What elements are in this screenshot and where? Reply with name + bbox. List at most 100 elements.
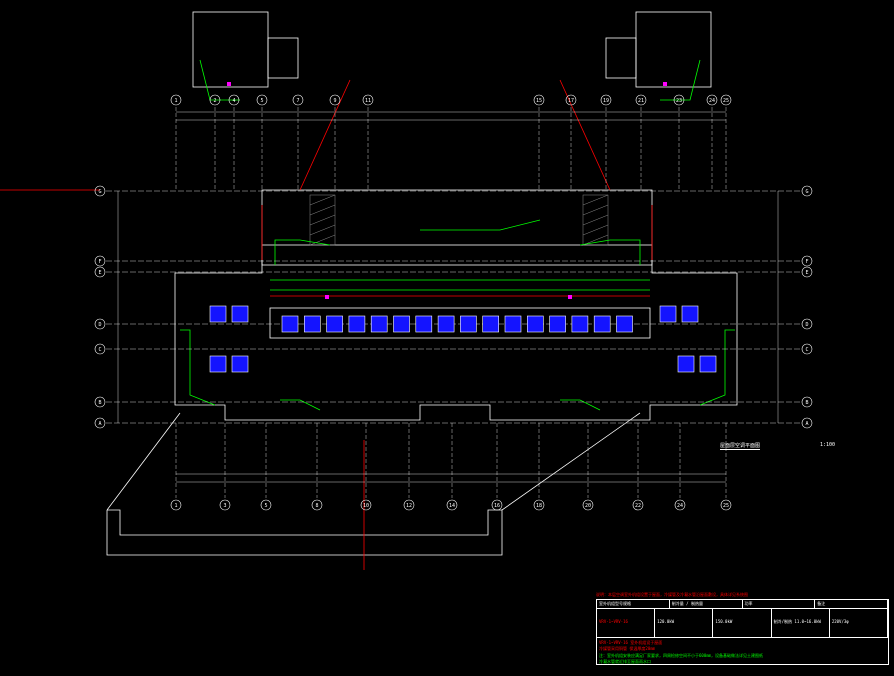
vertical-axis-lines [175, 107, 727, 570]
outdoor-unit [209, 355, 227, 373]
title-block-header-row: 室外机组型号规格 制冷量 / 制热量 功率 备注 [597, 600, 888, 609]
axis-bubble-label: 1 [174, 98, 177, 104]
axis-bubble-label: 25 [723, 98, 729, 104]
magenta-markers [227, 82, 667, 299]
axis-bubble-label: 5 [260, 98, 263, 104]
sheet-title: 屋面层空调平面图 [720, 443, 761, 450]
axis-bubble-label: 14 [449, 503, 455, 509]
axis-bubble-label: 10 [363, 503, 369, 509]
axis-bubble-label: C [98, 347, 101, 353]
outdoor-unit [571, 315, 589, 333]
axis-bubble [292, 94, 304, 106]
axis-bubble [600, 94, 612, 106]
outdoor-unit [699, 355, 717, 373]
axis-bubble-label: A [805, 421, 808, 427]
horizontal-axis-lines [106, 111, 800, 483]
axis-bubble-label: D [805, 322, 808, 328]
axis-bubble [170, 499, 182, 511]
axis-bubble [491, 499, 503, 511]
axis-bubble [674, 499, 686, 511]
axis-bubble-label: 2 [213, 98, 216, 104]
building-outline [106, 11, 738, 556]
outdoor-unit [370, 315, 388, 333]
axis-bubble-label: E [98, 270, 101, 276]
axis-bubble-label: 15 [536, 98, 542, 104]
axis-bubble-label: 8 [315, 503, 318, 509]
axis-bubble-label: 5 [264, 503, 267, 509]
axis-bubble [209, 94, 221, 106]
red-pipe-lines [0, 79, 653, 297]
axis-bubble-label: 23 [676, 98, 682, 104]
axis-bubble-label: B [98, 400, 101, 406]
axis-bubble-label: E [805, 270, 808, 276]
outdoor-unit [209, 305, 227, 323]
axis-bubble [720, 499, 732, 511]
axis-bubble [801, 343, 813, 355]
axis-bubble-label: 1 [174, 503, 177, 509]
green-note-line: 冷凝水管就近排至屋面雨水口 [599, 659, 651, 664]
axis-bubble-label: G [98, 189, 101, 195]
axis-bubble-label: F [98, 259, 101, 265]
axis-bubble [170, 94, 182, 106]
axis-bubble-label: 16 [494, 503, 500, 509]
axis-bubble [94, 417, 106, 429]
title-block: 室外机组型号规格 制冷量 / 制热量 功率 备注 VRV-1~VRV-16 12… [596, 599, 889, 665]
axis-bubble-label: 22 [635, 503, 641, 509]
axis-bubble [256, 94, 268, 106]
outdoor-unit [326, 315, 343, 333]
outdoor-unit [393, 315, 410, 333]
axis-bubble [801, 318, 813, 330]
axis-bubble [706, 94, 718, 106]
axis-bubble [94, 255, 106, 267]
outdoor-unit [677, 355, 695, 373]
axis-bubble [533, 499, 545, 511]
outdoor-unit [526, 315, 544, 333]
axis-bubble-label: 24 [709, 98, 715, 104]
header-cell: 功率 [743, 600, 816, 608]
outdoor-unit [437, 315, 455, 333]
axis-bubble-label: B [805, 400, 808, 406]
axis-bubble [632, 499, 644, 511]
axis-bubble-label: 11 [365, 98, 371, 104]
outdoor-unit [231, 355, 249, 373]
axis-bubble-label: 25 [723, 503, 729, 509]
outdoor-unit [460, 315, 477, 333]
axis-bubble-label: 9 [333, 98, 336, 104]
axis-bubble [360, 499, 372, 511]
axis-bubble [329, 94, 341, 106]
header-cell: 备注 [815, 600, 888, 608]
axis-bubble [801, 266, 813, 278]
red-note-line: VRV-1~VRV-16 室外机组设于屋面 [599, 640, 663, 645]
axis-bubble [446, 499, 458, 511]
outdoor-unit [504, 315, 522, 333]
title-block-body-row: VRV-1~VRV-16 120.0kW 150.0kW 制冷/制热 11.0~… [597, 609, 889, 638]
red-note-line: 冷媒管采用铜管 保温厚度20mm [599, 646, 656, 651]
hatched-core-left [309, 194, 336, 246]
outdoor-unit [616, 315, 633, 333]
outdoor-unit [281, 315, 299, 333]
axis-bubble [801, 417, 813, 429]
axis-bubble [635, 94, 647, 106]
axis-bubble [533, 94, 545, 106]
axis-bubble [801, 396, 813, 408]
axis-bubble [94, 396, 106, 408]
axis-bubble [565, 94, 577, 106]
axis-bubble-label: C [805, 347, 808, 353]
axis-bubble-label: 21 [638, 98, 644, 104]
axis-bubble [94, 343, 106, 355]
outdoor-unit [681, 305, 699, 323]
axis-bubble-label: 7 [296, 98, 299, 104]
axis-bubble-label: 18 [536, 503, 542, 509]
axis-bubble [673, 94, 685, 106]
axis-bubble-label: 4 [232, 98, 235, 104]
axis-bubble [228, 94, 240, 106]
body-cell: 制冷/制热 11.0~16.0kW [772, 609, 830, 637]
axis-bubble-label: 24 [677, 503, 683, 509]
axis-bubble [219, 499, 231, 511]
body-cell: 150.0kW [713, 609, 772, 637]
axis-bubble [801, 255, 813, 267]
